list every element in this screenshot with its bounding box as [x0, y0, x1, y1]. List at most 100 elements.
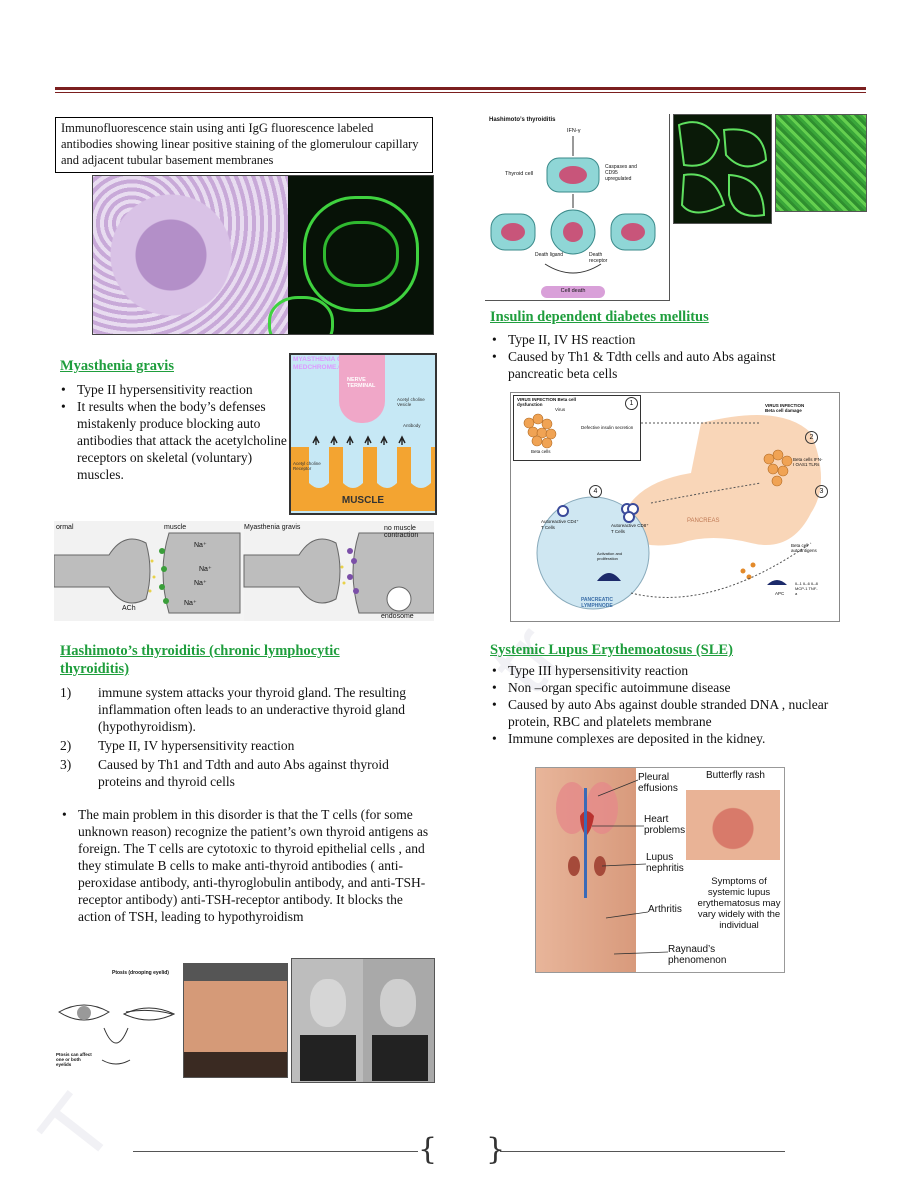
immunofluorescence-image: [268, 176, 433, 334]
watermark-left: T: [20, 1077, 134, 1183]
immunofluorescence-caption: Immunofluorescence stain using anti IgG …: [55, 117, 433, 173]
footer-line-left: [133, 1151, 418, 1152]
nerve-terminal: [339, 355, 385, 423]
pleural-label: Pleural effusions: [638, 772, 678, 794]
muscle-label: MUSCLE: [341, 495, 385, 506]
defective-insulin-label: Defective insulin secretion: [581, 425, 634, 430]
symptoms-label: Symptoms of systemic lupus erythematosus…: [697, 876, 781, 931]
ptosis-drawing: Ptosis (drooping eyelid) Ptosis can affe…: [54, 968, 178, 1076]
list-item: It results when the body’s defenses mist…: [57, 398, 289, 483]
step-2: 2: [805, 431, 818, 444]
he-stain-image: [93, 176, 288, 334]
thyroid-cell-label: Thyroid cell: [505, 171, 534, 177]
na-label: Na⁺: [199, 566, 212, 573]
iddm-title: Insulin dependent diabetes mellitus: [490, 309, 709, 325]
list-item: Non –organ specific autoimmune disease: [488, 679, 858, 696]
ach-receptor-label: Acetyl choline Receptor: [293, 461, 321, 471]
hashimoto-diagram: Hashimoto’s thyroiditis IFN-γ Thyroid ce…: [485, 114, 670, 301]
iddm-diagram: VIRUS INFECTION Beta cell dysfunction Vi…: [510, 392, 840, 622]
beta-damage-label: VIRUS INFECTION Beta cell damage: [765, 403, 805, 413]
myasthenia-title: Myasthenia gravis: [60, 358, 174, 374]
diagram-title: Hashimoto’s thyroiditis: [489, 117, 556, 123]
thyroid-if-photo-1: [673, 114, 772, 224]
panel-1: [513, 395, 641, 461]
ptosis-note: Ptosis can affect one or both eyelids: [56, 1052, 92, 1067]
pancreas-label: PANCREAS: [687, 518, 720, 524]
muscle-drawing: [291, 435, 435, 511]
ach-label: ACh: [122, 605, 136, 612]
hashimoto-title: Hashimoto’s thyroiditis (chronic lymphoc…: [60, 643, 340, 677]
heart-label: Heart problems: [644, 814, 686, 836]
figure-title: MYASTHENIA GRAVIS: [293, 356, 362, 363]
mg-label: Myasthenia gravis: [244, 524, 301, 531]
list-item: 1)immune system attacks your thyroid gla…: [60, 685, 406, 734]
thyroid-if-photo-2: [775, 114, 867, 212]
virus-label: Virus: [555, 407, 566, 412]
diagram-drawing: [490, 136, 656, 298]
iddm-drawing: [523, 413, 821, 610]
na-label: Na⁺: [194, 580, 207, 587]
activation-label: Activation and proliferation: [597, 551, 623, 561]
normal-label: ormal: [56, 524, 74, 531]
ach-vesicle-label: Acetyl choline Vesicle: [397, 397, 425, 407]
myasthenia-figure: MYASTHENIA GRAVIS MEDCHROME.COM NERVE TE…: [289, 353, 437, 515]
footer-right-bracket: }: [486, 1132, 506, 1167]
myasthenia-list: Type II hypersensitivity reaction It res…: [57, 381, 289, 483]
figure-site: MEDCHROME.COM: [293, 364, 354, 371]
step-4: 4: [589, 485, 602, 498]
cd4-label: Autoreactive CD4⁺ T Cells: [541, 519, 579, 530]
na-label: Na⁺: [194, 542, 207, 549]
cytokines-label: IL-1 IL-6 IL-8 MCP-1 TNF-a: [795, 581, 818, 596]
sle-figure: Pleural effusions Butterfly rash Heart p…: [535, 767, 785, 973]
footer-left-bracket: {: [418, 1132, 438, 1167]
ptosis-face-photo: [183, 963, 288, 1078]
lymphnode-label: PANCREATIC LYMPHNODE: [580, 597, 614, 609]
header-rule-thin: [55, 92, 866, 93]
butterfly-label: Butterfly rash: [706, 770, 765, 781]
list-item: Type III hypersensitivity reaction: [488, 662, 858, 679]
caspases-label: Caspases and CD95 upregulated: [605, 164, 637, 182]
if-pattern: [677, 121, 768, 217]
header-rule: [55, 87, 866, 90]
list-item: The main problem in this disorder is tha…: [58, 806, 430, 925]
no-contraction-label: no muscle contraction: [384, 525, 419, 539]
raynaud-label: Raynaud’s phenomenon: [668, 944, 727, 966]
list-item: Caused by auto Abs against double strand…: [488, 696, 858, 730]
hashimoto-bullet-list: The main problem in this disorder is tha…: [58, 806, 430, 925]
butterfly-rash-photo: [686, 790, 780, 860]
step-1: 1: [625, 397, 638, 410]
nmj-diagram: ormal Myasthenia gravis muscle neuron AC…: [54, 521, 434, 621]
arthritis-label: Arthritis: [648, 904, 682, 915]
death-receptor-label: Death receptor: [589, 252, 608, 264]
apc-label: APC: [775, 591, 785, 596]
nmj-drawing: [54, 532, 434, 614]
sle-list: Type III hypersensitivity reaction Non –…: [488, 662, 858, 747]
endosome-label: endosome: [381, 613, 414, 620]
before-after-photo: [291, 958, 435, 1083]
beta-cells2-label: Beta cells IFN-I OAS1 TLRs: [793, 457, 823, 467]
list-item: 2)Type II, IV hypersensitivity reaction: [60, 738, 295, 753]
list-item: Type II, IV HS reaction: [488, 331, 828, 348]
footer-line-right: [500, 1151, 785, 1152]
iddm-list: Type II, IV HS reaction Caused by Th1 & …: [488, 331, 828, 382]
list-item: Caused by Th1 & Tdth cells and auto Abs …: [488, 348, 828, 382]
lupus-label: Lupus nephritis: [646, 852, 684, 874]
muscle-label-normal: muscle: [164, 524, 187, 531]
beta-cells-label: Beta cells: [531, 449, 551, 454]
sle-leader-lines: [592, 779, 669, 955]
cd8-label: Autoreactive CD8⁺ T Cells: [611, 523, 649, 534]
step-3: 3: [815, 485, 828, 498]
sle-title: Systemic Lupus Erythemoatosus (SLE): [490, 642, 733, 658]
ptosis-label: Ptosis (drooping eyelid): [112, 970, 169, 976]
list-item: Type II hypersensitivity reaction: [57, 381, 289, 398]
virus-infection-label: VIRUS INFECTION Beta cell dysfunction: [517, 397, 577, 407]
list-item: 3)Caused by Th1 and Tdth and auto Abs ag…: [60, 757, 389, 789]
antibody-label: Antibody: [403, 423, 421, 428]
death-ligand-label: Death ligand: [535, 252, 564, 258]
na-label: Na⁺: [184, 600, 197, 607]
list-item: Immune complexes are deposited in the ki…: [488, 730, 858, 747]
eyes-drawing: [58, 1004, 176, 1065]
nerve-label: NERVE TERMINAL: [347, 377, 376, 389]
ifn-label: IFN-γ: [567, 128, 581, 134]
hashimoto-list: 1)immune system attacks your thyroid gla…: [60, 684, 426, 792]
